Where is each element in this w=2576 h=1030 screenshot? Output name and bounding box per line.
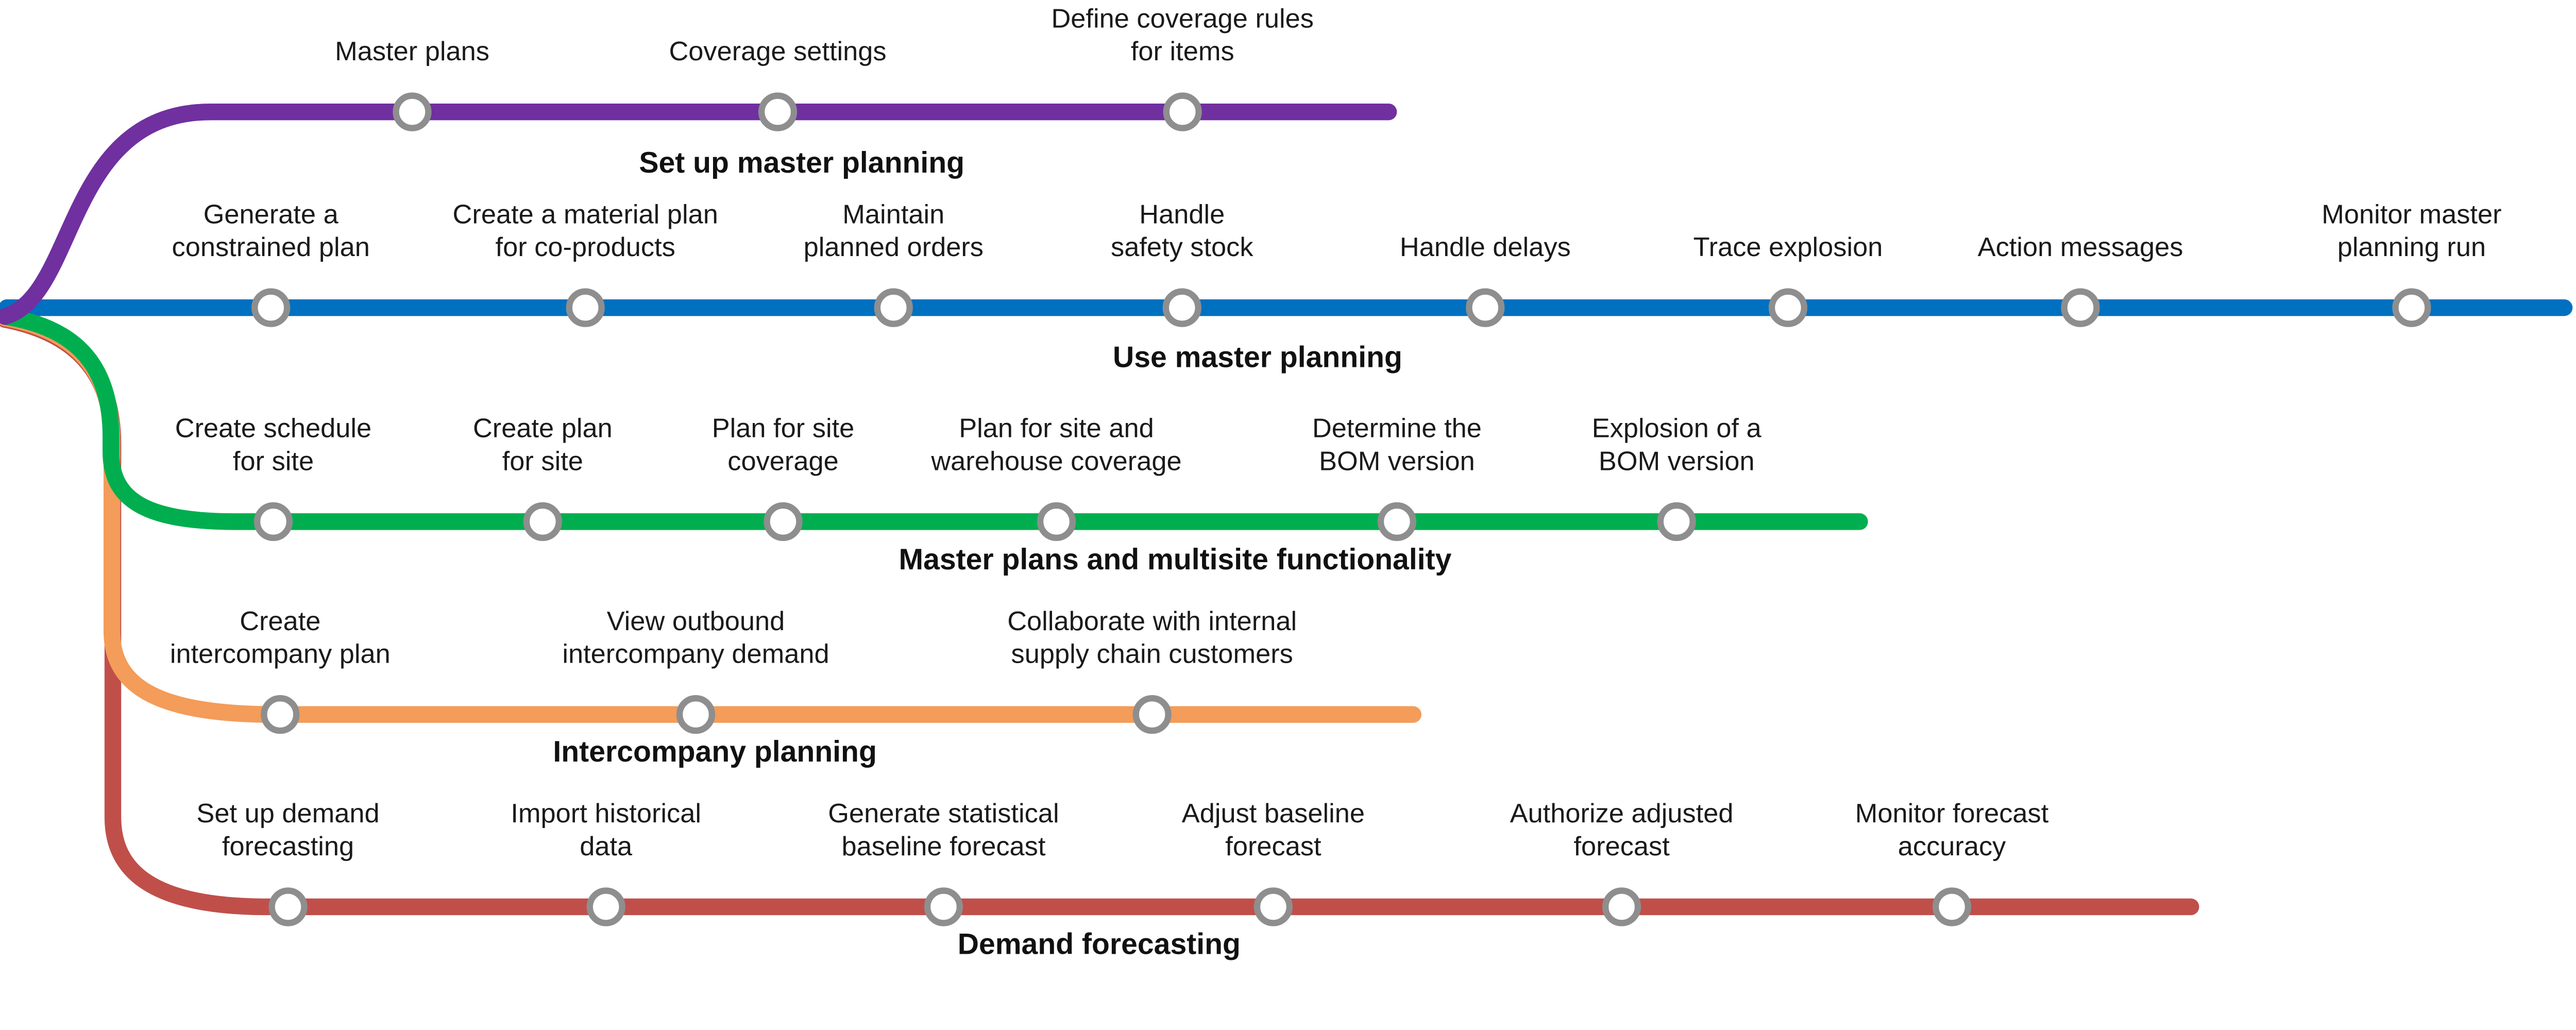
station-label: Handle delays [1400,232,1571,262]
station-marker [2392,288,2431,327]
rail-master-plans-and-multisite-functionality [0,308,1868,530]
station-marker [566,288,605,327]
line-title-set-up-master-planning: Set up master planning [639,146,964,179]
rail-set-up-master-planning [0,103,1397,325]
station-label: Action messages [1978,232,2183,262]
station-label: Coverage settings [669,37,886,66]
station-marker [764,502,803,541]
line-title-use-master-planning: Use master planning [1113,341,1402,374]
line-title-master-plans-and-multisite-functionality: Master plans and multisite functionality [899,543,1452,576]
station-marker [1132,695,1172,734]
stations-layer: Master plans Coverage settings Define cove… [170,4,2502,926]
station-marker [1162,288,1201,327]
station-marker [261,695,300,734]
station-marker [1768,288,1808,327]
station-marker [1163,92,1202,131]
station-marker [924,887,963,926]
station-marker [676,695,716,734]
station-marker [2061,288,2100,327]
station-marker [251,288,291,327]
rails-layer [0,103,2573,916]
station-marker [1037,502,1076,541]
station-marker [874,288,913,327]
station-marker [253,502,293,541]
station-label: Master plans [335,37,489,66]
station-marker [1253,887,1293,926]
station-marker [1932,887,1972,926]
line-title-intercompany-planning: Intercompany planning [553,735,876,768]
station-marker [268,887,308,926]
station-marker [758,92,798,131]
line-title-demand-forecasting: Demand forecasting [958,927,1241,960]
station-marker [1466,288,1505,327]
station-label: Trace explosion [1693,232,1883,262]
station-marker [1602,887,1641,926]
station-marker [586,887,625,926]
station-marker [1657,502,1696,541]
station-marker [1377,502,1417,541]
station-marker [523,502,562,541]
station-marker [393,92,432,131]
